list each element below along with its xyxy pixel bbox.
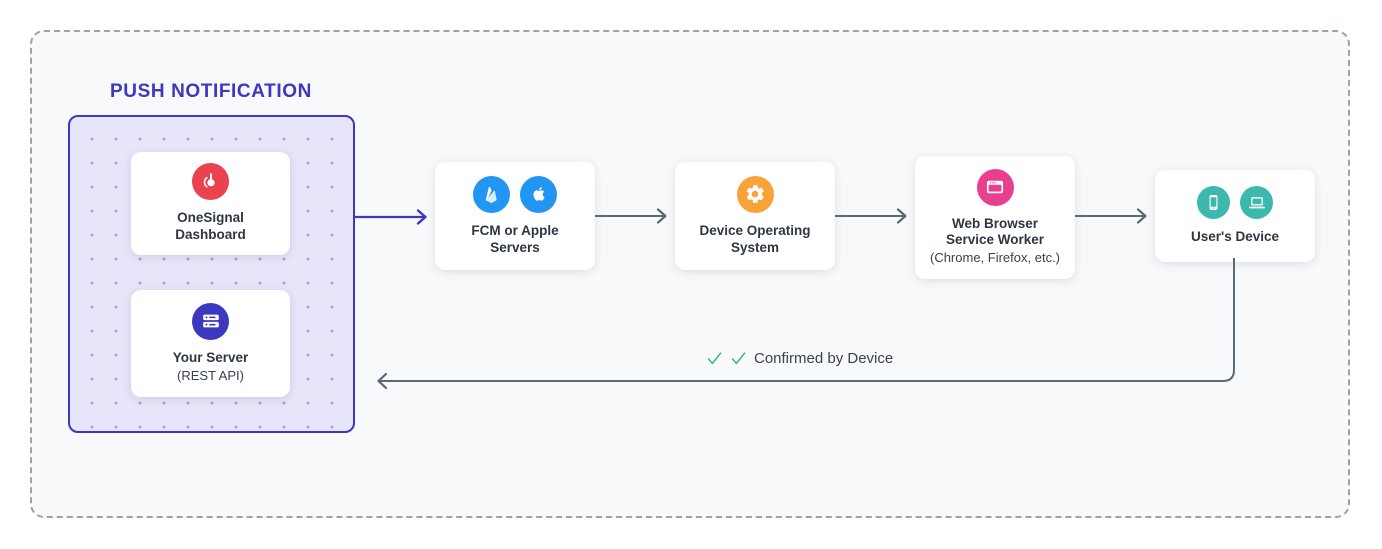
arrow-browser-to-device [1075, 208, 1147, 224]
icon-row [192, 163, 229, 201]
laptop-icon [1240, 186, 1273, 220]
node-label: User's Device [1190, 229, 1280, 245]
node-label: Your Server [172, 349, 249, 365]
arrow-group-to-fcm [355, 209, 427, 225]
node-web-browser-service-worker[interactable]: Web Browser Service Worker (Chrome, Fire… [915, 156, 1075, 279]
node-device-operating-system[interactable]: Device Operating System [675, 162, 835, 270]
confirmation-label: Confirmed by Device [700, 350, 900, 367]
icon-row [1197, 186, 1273, 220]
icon-row [976, 168, 1014, 206]
node-label: Device Operating System [699, 222, 811, 255]
mobile-phone-icon [1197, 186, 1230, 220]
check-icon-1 [707, 352, 722, 365]
apple-logo-icon [520, 175, 557, 213]
node-your-server[interactable]: Your Server (REST API) [131, 290, 290, 397]
icon-row [736, 175, 774, 213]
node-label: Web Browser Service Worker [945, 215, 1045, 248]
node-label: OneSignal Dashboard [175, 210, 246, 242]
confirmation-text: Confirmed by Device [754, 350, 894, 367]
firebase-flame-icon [473, 175, 510, 213]
node-label: FCM or Apple Servers [471, 222, 559, 255]
node-fcm-apple-servers[interactable]: FCM or Apple Servers [435, 162, 595, 270]
node-sublabel: (Chrome, Firefox, etc.) [929, 250, 1061, 266]
server-rack-icon [192, 302, 229, 340]
check-icon-2 [731, 352, 746, 365]
onesignal-logo-icon [192, 163, 229, 201]
arrow-fcm-to-os [595, 208, 667, 224]
gear-icon [736, 175, 774, 213]
icon-row [473, 175, 557, 213]
arrow-confirmation-feedback [377, 258, 1235, 390]
node-onesignal-dashboard[interactable]: OneSignal Dashboard [131, 152, 290, 255]
node-users-device[interactable]: User's Device [1155, 170, 1315, 262]
arrow-os-to-browser [835, 208, 907, 224]
icon-row [192, 302, 229, 340]
page-title: PUSH NOTIFICATION [110, 81, 312, 102]
browser-window-icon [976, 168, 1014, 206]
node-sublabel: (REST API) [177, 367, 244, 383]
